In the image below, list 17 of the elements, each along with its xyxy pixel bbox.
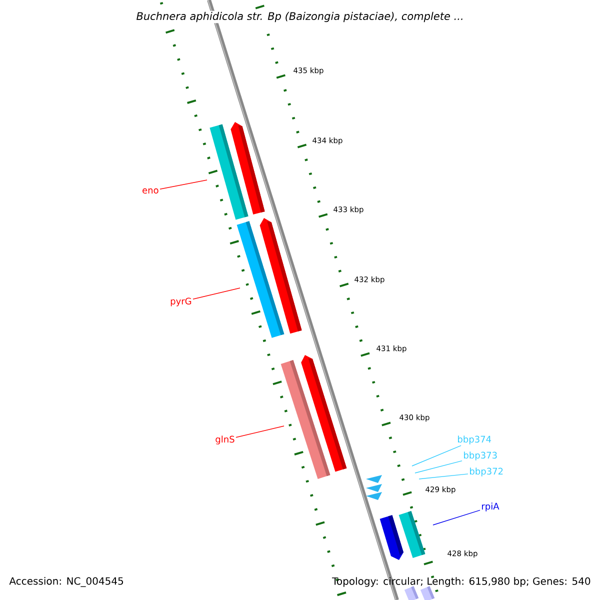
- gene-label: bbp373: [464, 452, 497, 460]
- leader-line: [160, 180, 208, 190]
- leader-line: [192, 288, 240, 300]
- leader-line: [432, 510, 480, 526]
- leader-line: [236, 426, 284, 438]
- leader-line: [414, 460, 462, 474]
- gene-label: bbp372: [470, 468, 503, 476]
- summary-text: Topology: circular; Length: 615,980 bp; Genes: 540: [332, 577, 590, 587]
- gene-label: pyrG: [170, 298, 192, 306]
- title: Buchnera aphidicola str. Bp (Baizongia pistaciae), complete ...: [135, 10, 465, 24]
- leader-line: [418, 474, 468, 480]
- leader-line: [412, 445, 462, 466]
- accession-text: Accession: NC_004545: [9, 577, 124, 587]
- gene-label: rpiA: [482, 502, 500, 512]
- gene-label: eno: [142, 188, 158, 194]
- gene-label: bbp374: [458, 436, 492, 444]
- gene-label: glnS: [216, 436, 234, 444]
